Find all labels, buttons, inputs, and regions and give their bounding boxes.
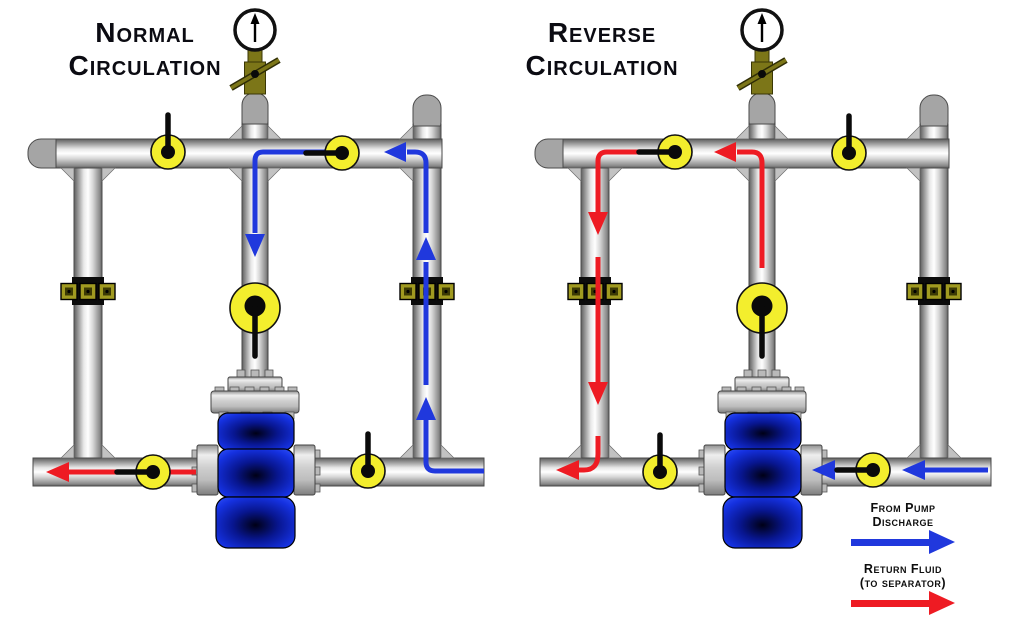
reverse-valve-outlet-left — [642, 432, 678, 490]
reverse-circulation-flows — [556, 142, 988, 480]
reverse-valve-header-left — [636, 134, 693, 170]
normal-valve-header-right — [303, 135, 360, 171]
legend-return-line1: Return Fluid — [863, 562, 943, 576]
normal-valve-outlet-left — [114, 454, 171, 490]
legend-item-return-fluid: Return Fluid (to separator) — [830, 562, 976, 615]
normal-valve-header-left — [150, 112, 186, 170]
legend-pump-line2: Discharge — [872, 515, 934, 529]
red-flow-arrow-icon — [830, 591, 976, 615]
normal-circulation-title: Normal Circulation — [68, 17, 222, 81]
legend-pump-line1: From Pump — [870, 501, 936, 515]
legend-item-pump-discharge: From Pump Discharge — [830, 501, 976, 554]
normal-valve-outlet-right — [350, 431, 386, 489]
return-flow-arrows-red — [556, 142, 765, 480]
reverse-valve-header-right — [831, 113, 867, 171]
flow-legend: From Pump Discharge Return Fluid (to sep… — [830, 501, 976, 623]
legend-return-line2: (to separator) — [859, 576, 947, 590]
reverse-valve-outlet-right — [834, 452, 891, 488]
pump-flow-arrows-blue — [245, 142, 484, 474]
blue-flow-arrow-icon — [830, 530, 976, 554]
reverse-circulation-title: Reverse Circulation — [525, 17, 679, 81]
